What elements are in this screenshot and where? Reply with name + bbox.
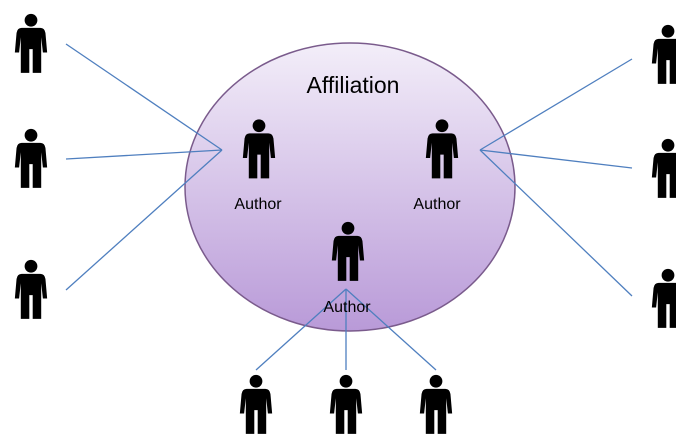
person-icon — [14, 259, 48, 319]
link-left-author-3 — [65, 149, 223, 291]
author-label-right: Author — [413, 196, 461, 213]
affiliation-label: Affiliation — [307, 72, 400, 98]
link-right-author-1 — [479, 58, 633, 151]
link-left-author-2 — [65, 149, 223, 160]
person-icon — [14, 13, 48, 73]
author-label-bottom: Author — [323, 299, 371, 316]
link-bottom-author-3 — [345, 288, 437, 371]
link-right-author-2 — [479, 149, 633, 169]
person-icon — [239, 374, 273, 434]
person-icon — [329, 374, 363, 434]
person-icon — [419, 374, 453, 434]
link-left-author-1 — [65, 43, 223, 151]
person-icon — [651, 268, 676, 328]
link-right-author-3 — [479, 149, 633, 297]
author-label-left: Author — [234, 196, 282, 213]
link-bottom-author-1 — [255, 288, 347, 371]
person-icon — [14, 128, 48, 188]
collaboration-links — [65, 43, 633, 371]
affiliation-circle — [184, 42, 516, 332]
person-icon — [651, 24, 676, 84]
person-icon — [651, 138, 676, 198]
